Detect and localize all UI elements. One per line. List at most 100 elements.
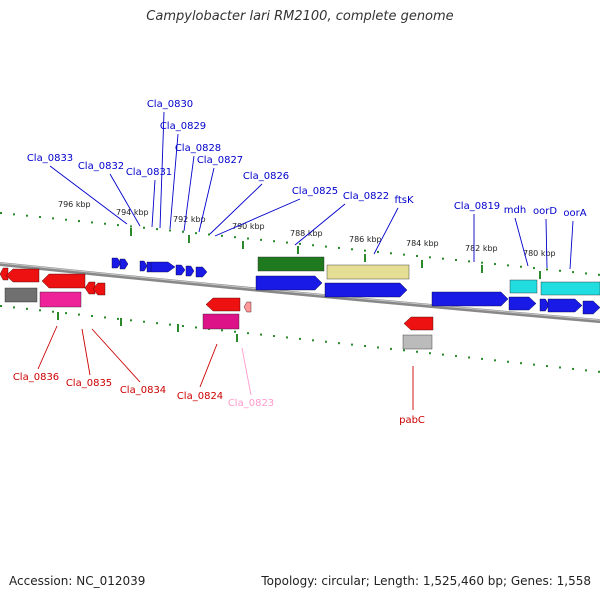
map-title: Campylobacter lari RM2100, complete geno… (146, 9, 454, 24)
forward-gene (547, 298, 583, 313)
scale-tick (507, 264, 509, 267)
reverse-gene (205, 297, 241, 312)
scale-tick (286, 241, 288, 244)
scale-tick (520, 265, 522, 268)
scale-tick (559, 269, 561, 272)
scale-tick (221, 234, 223, 237)
scale-label: 786 kbp (349, 235, 382, 244)
leader-line (514, 217, 529, 267)
leader-line (159, 111, 165, 229)
scale-tick (520, 362, 522, 365)
leader-line (37, 325, 58, 370)
scale-tick (585, 369, 587, 372)
forward-gene (175, 264, 186, 276)
scale-tick (598, 370, 600, 373)
gene-features (0, 256, 600, 350)
scale-tick (351, 343, 353, 346)
gene-block (257, 256, 325, 272)
genome-backbone-highlight (0, 262, 600, 321)
scale-tick (325, 340, 327, 343)
leader-line (214, 198, 301, 237)
leader-line (183, 155, 195, 232)
major-tick (539, 271, 541, 279)
scale-tick (221, 329, 223, 332)
scale-tick (299, 242, 301, 245)
scale-tick (78, 220, 80, 223)
leader-line (109, 173, 141, 227)
reverse-gene (41, 273, 86, 289)
scale-tick (26, 214, 28, 217)
leader-line (198, 167, 215, 233)
scale-tick (416, 254, 418, 257)
scale-tick (104, 222, 106, 225)
scale-tick (91, 221, 93, 224)
forward-gene-label: Cla_0827 (197, 155, 243, 166)
leader-line (373, 207, 399, 255)
inner-scale-ticks (0, 305, 600, 373)
reverse-gene-label: Cla_0835 (66, 378, 112, 389)
scale-tick (104, 316, 106, 319)
scale-tick (598, 273, 600, 276)
reverse-gene (84, 281, 96, 295)
scale-tick (312, 339, 314, 342)
scale-label: 782 kbp (465, 244, 498, 253)
scale-tick (273, 335, 275, 338)
scale-tick (468, 356, 470, 359)
scale-tick (559, 366, 561, 369)
scale-tick (455, 355, 457, 358)
reverse-gene-label: Cla_0836 (13, 372, 59, 383)
scale-tick (13, 213, 15, 216)
reverse-gene-label: Cla_0823 (228, 398, 274, 409)
forward-gene-label: Cla_0822 (343, 191, 389, 202)
forward-gene-label: Cla_0830 (147, 99, 193, 110)
scale-tick (65, 312, 67, 315)
label-leader-lines (37, 111, 574, 410)
reverse-gene (403, 316, 434, 331)
forward-gene-label: Cla_0825 (292, 186, 338, 197)
scale-tick (78, 313, 80, 316)
forward-gene-label: Cla_0826 (243, 171, 289, 182)
scale-tick (247, 332, 249, 335)
scale-tick (156, 322, 158, 325)
leader-line (569, 220, 574, 270)
forward-gene (582, 300, 600, 315)
major-tick (297, 246, 299, 254)
scale-tick (481, 357, 483, 360)
scale-tick (546, 268, 548, 271)
forward-gene (431, 291, 509, 307)
gene-block (402, 334, 433, 350)
scale-tick (182, 230, 184, 233)
reverse-gene-label: Cla_0834 (120, 385, 166, 396)
major-tick (188, 235, 190, 243)
leader-line (209, 183, 263, 235)
reverse-gene-label: Cla_0824 (177, 391, 223, 402)
scale-tick (0, 212, 2, 214)
major-tick (481, 265, 483, 273)
scale-tick (533, 267, 535, 270)
scale-tick (182, 325, 184, 328)
scale-tick (26, 307, 28, 310)
forward-gene-label: oorD (533, 206, 557, 217)
scale-tick (0, 305, 2, 307)
scale-tick (494, 263, 496, 266)
scale-tick (52, 217, 54, 220)
forward-gene-label: Cla_0831 (126, 167, 172, 178)
scale-tick (169, 323, 171, 326)
scale-tick (455, 259, 457, 262)
scale-label: 784 kbp (406, 239, 439, 248)
scale-label: 796 kbp (58, 200, 91, 209)
forward-gene-label: Cla_0832 (78, 161, 124, 172)
gene-block (202, 313, 240, 330)
scale-tick (377, 346, 379, 349)
forward-gene (119, 258, 129, 270)
reverse-gene (5, 268, 40, 283)
scale-tick (585, 272, 587, 275)
major-tick (130, 228, 132, 236)
scale-tick (572, 367, 574, 370)
scale-tick (169, 229, 171, 232)
forward-gene-label: Cla_0829 (160, 121, 206, 132)
topology-text: Topology: circular; Length: 1,525,460 bp… (261, 574, 591, 588)
major-tick (120, 318, 122, 326)
scale-tick (234, 236, 236, 239)
